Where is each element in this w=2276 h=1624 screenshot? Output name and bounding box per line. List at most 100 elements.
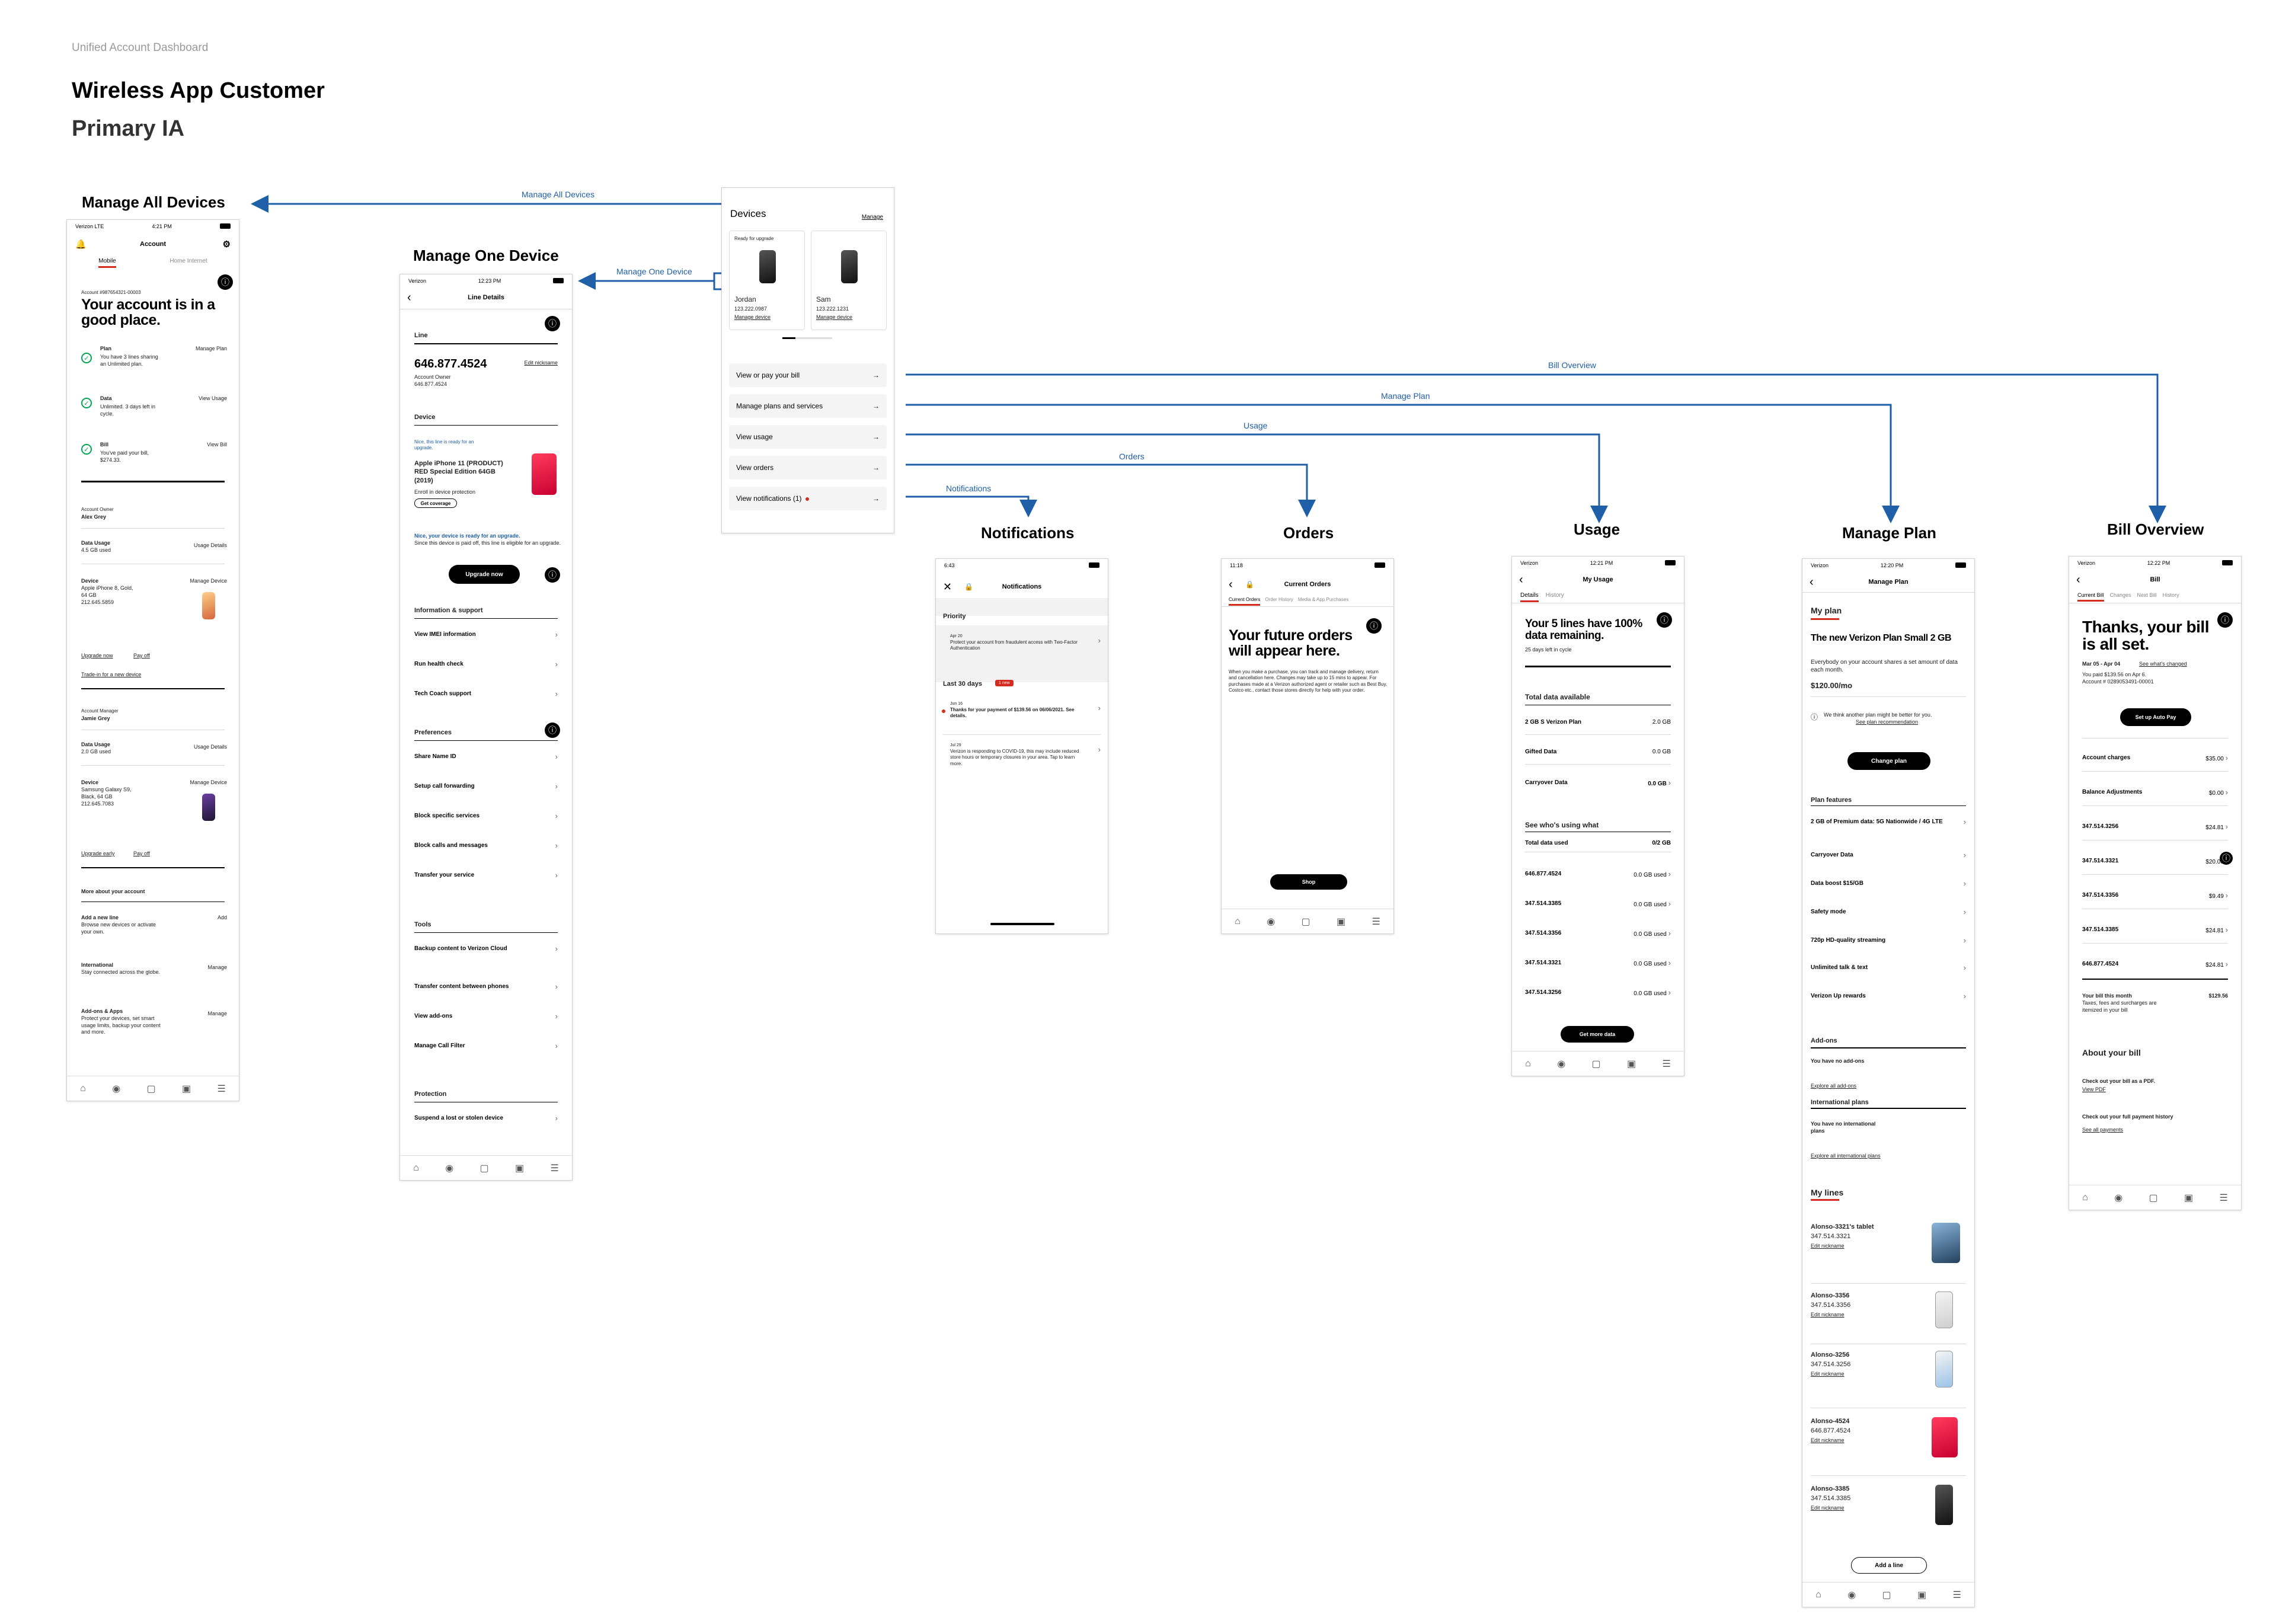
- manage-plan-link[interactable]: Manage Plan: [195, 346, 227, 351]
- nav-view-orders[interactable]: View orders→: [729, 456, 887, 479]
- back-icon[interactable]: ‹: [2076, 573, 2080, 586]
- menu-icon[interactable]: ☰: [217, 1083, 226, 1094]
- back-icon[interactable]: ‹: [1519, 573, 1523, 586]
- lock-icon[interactable]: 🔒: [1245, 580, 1254, 589]
- list-item[interactable]: Tech Coach support›: [414, 689, 558, 698]
- manage-device-link[interactable]: Manage device: [816, 314, 853, 320]
- plan-reco-link[interactable]: See plan recommendation: [1856, 719, 1919, 725]
- bill-row[interactable]: 646.877.4524$24.81 ›: [2082, 960, 2228, 968]
- home-icon[interactable]: ⌂: [2082, 1192, 2088, 1203]
- account-icon[interactable]: ◉: [1267, 916, 1276, 927]
- info-icon[interactable]: ⓘ: [545, 567, 560, 583]
- device-card-sam[interactable]: Sam 123.222.1231 Manage device: [811, 231, 887, 330]
- get-coverage-button[interactable]: Get coverage: [414, 498, 457, 508]
- change-plan-button[interactable]: Change plan: [1847, 752, 1930, 770]
- shop-icon[interactable]: ▢: [1301, 916, 1310, 927]
- back-icon[interactable]: ‹: [1229, 577, 1233, 591]
- menu-icon[interactable]: ☰: [1372, 916, 1380, 927]
- tab-current-bill[interactable]: Current Bill: [2077, 592, 2104, 602]
- tab-history[interactable]: History: [2162, 592, 2179, 598]
- services-icon[interactable]: ▣: [1336, 916, 1346, 927]
- notification-item[interactable]: Jun 16 Thanks for your payment of $139.5…: [936, 693, 1108, 734]
- get-more-data-button[interactable]: Get more data: [1561, 1026, 1634, 1043]
- view-bill-link[interactable]: View Bill: [207, 442, 227, 447]
- info-icon[interactable]: ⓘ: [2220, 852, 2233, 865]
- account-icon[interactable]: ◉: [2114, 1193, 2123, 1203]
- tab-current-orders[interactable]: Current Orders: [1229, 597, 1261, 606]
- shop-icon[interactable]: ▢: [146, 1083, 156, 1094]
- services-icon[interactable]: ▣: [514, 1163, 525, 1174]
- shop-icon[interactable]: ▢: [1882, 1590, 1891, 1600]
- pay-off-link[interactable]: Pay off: [133, 851, 150, 856]
- list-item[interactable]: Transfer your service›: [414, 871, 558, 880]
- tab-mobile[interactable]: Mobile: [98, 258, 116, 268]
- tab-next-bill[interactable]: Next Bill: [2137, 592, 2157, 598]
- list-item[interactable]: Share Name ID›: [414, 752, 558, 761]
- info-icon[interactable]: ⓘ: [1657, 612, 1672, 628]
- menu-icon[interactable]: ☰: [1952, 1590, 1961, 1600]
- menu-icon[interactable]: ☰: [1662, 1059, 1671, 1069]
- account-icon[interactable]: ◉: [112, 1083, 121, 1094]
- services-icon[interactable]: ▣: [2184, 1193, 2194, 1203]
- feature-item[interactable]: Carryover Data›: [1811, 851, 1966, 859]
- tab-changes[interactable]: Changes: [2109, 592, 2131, 598]
- list-item[interactable]: Run health check›: [414, 660, 558, 669]
- list-item[interactable]: Backup content to Verizon Cloud›: [414, 944, 558, 953]
- line-item[interactable]: Alonso-4524 646.877.4524 Edit nickname: [1811, 1417, 1966, 1474]
- pay-off-link[interactable]: Pay off: [133, 653, 150, 658]
- nav-view-usage[interactable]: View usage→: [729, 425, 887, 449]
- home-icon[interactable]: ⌂: [1525, 1058, 1531, 1069]
- manage-device-link[interactable]: Manage device: [734, 314, 771, 320]
- tab-home-internet[interactable]: Home Internet: [170, 258, 207, 264]
- upgrade-now-link[interactable]: Upgrade now: [81, 653, 113, 658]
- manage-intl-link[interactable]: Manage: [207, 964, 227, 970]
- nav-view-bill[interactable]: View or pay your bill→: [729, 363, 887, 387]
- list-item[interactable]: Transfer content between phones›: [414, 982, 558, 991]
- see-payments-link[interactable]: See all payments: [2082, 1127, 2124, 1133]
- bill-row[interactable]: 347.514.3321$20.00 ›: [2082, 856, 2228, 865]
- tab-details[interactable]: Details: [1520, 592, 1539, 602]
- upgrade-now-button[interactable]: Upgrade now: [449, 565, 520, 584]
- list-item[interactable]: View IMEI information›: [414, 630, 558, 639]
- bell-icon[interactable]: 🔔: [75, 239, 87, 250]
- info-icon[interactable]: ⓘ: [545, 316, 560, 331]
- home-icon[interactable]: ⌂: [1815, 1589, 1821, 1600]
- explore-intl-link[interactable]: Explore all international plans: [1811, 1153, 1881, 1159]
- tab-history[interactable]: History: [1545, 592, 1564, 599]
- close-icon[interactable]: ✕: [943, 580, 952, 593]
- list-item[interactable]: Setup call forwarding›: [414, 782, 558, 791]
- list-item[interactable]: Block specific services›: [414, 811, 558, 820]
- line-item[interactable]: Alonso-3385 347.514.3385 Edit nickname: [1811, 1485, 1966, 1542]
- shop-icon[interactable]: ▢: [480, 1163, 489, 1174]
- edit-nickname-link[interactable]: Edit nickname: [1811, 1243, 1845, 1249]
- feature-item[interactable]: Safety mode›: [1811, 907, 1966, 916]
- list-item[interactable]: View add-ons›: [414, 1012, 558, 1021]
- shop-button[interactable]: Shop: [1270, 874, 1347, 890]
- info-icon[interactable]: ⓘ: [218, 274, 233, 290]
- nav-manage-plans[interactable]: Manage plans and services→: [729, 394, 887, 418]
- account-icon[interactable]: ◉: [445, 1163, 454, 1174]
- manage-devices-link[interactable]: Manage: [861, 214, 883, 220]
- account-icon[interactable]: ◉: [1557, 1059, 1566, 1069]
- bill-row[interactable]: 347.514.3385$24.81 ›: [2082, 925, 2228, 934]
- bill-row[interactable]: Balance Adjustments$0.00 ›: [2082, 788, 2228, 797]
- shop-icon[interactable]: ▢: [1591, 1059, 1601, 1069]
- view-pdf-link[interactable]: View PDF: [2082, 1086, 2106, 1092]
- line-item[interactable]: Alonso-3321's tablet 347.514.3321 Edit n…: [1811, 1223, 1966, 1280]
- usage-details-link[interactable]: Usage Details: [193, 744, 227, 750]
- notification-item[interactable]: Jul 29 Verizon is responding to COVID-19…: [936, 734, 1108, 776]
- feature-item[interactable]: 720p HD-quality streaming›: [1811, 936, 1966, 945]
- home-icon[interactable]: ⌂: [413, 1162, 419, 1173]
- upgrade-early-link[interactable]: Upgrade early: [81, 851, 115, 856]
- edit-nickname-link[interactable]: Edit nickname: [1811, 1437, 1845, 1443]
- feature-item[interactable]: Verizon Up rewards›: [1811, 992, 1966, 1000]
- tab-order-history[interactable]: Order History: [1265, 597, 1293, 602]
- usage-details-link[interactable]: Usage Details: [193, 542, 227, 548]
- bill-row[interactable]: Account charges$35.00 ›: [2082, 753, 2228, 762]
- services-icon[interactable]: ▣: [181, 1083, 191, 1094]
- list-item[interactable]: Block calls and messages›: [414, 841, 558, 850]
